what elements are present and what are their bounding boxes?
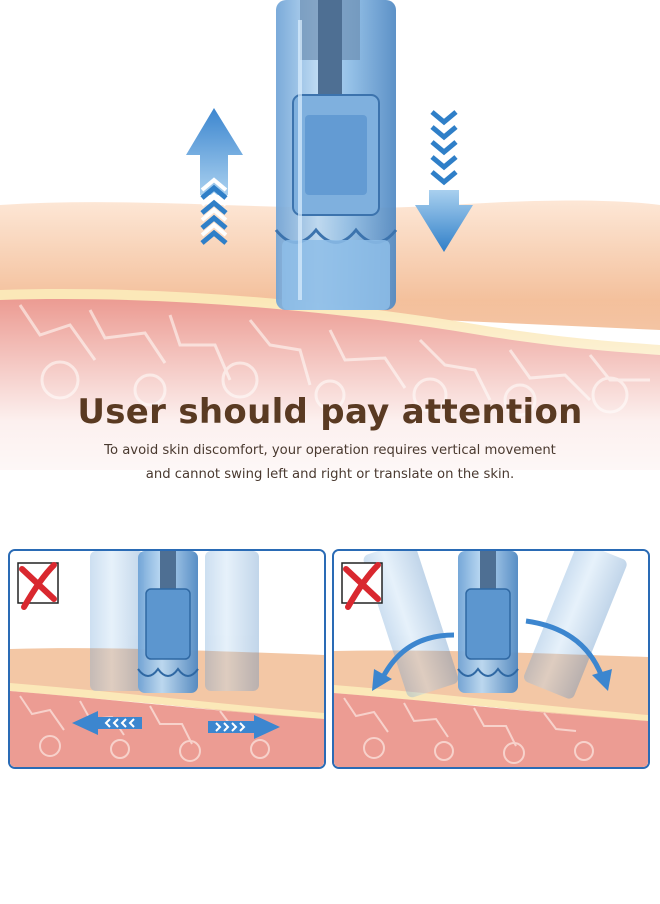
x-mark-icon — [17, 562, 59, 610]
white-fade — [0, 300, 660, 520]
down-arrow-icon — [415, 110, 473, 252]
up-arrow-icon — [186, 108, 243, 245]
swing-illustration — [334, 551, 648, 767]
wrong-translate-panel — [8, 549, 326, 769]
left-arrow-icon — [72, 711, 142, 735]
swing-left-arrow-icon — [372, 632, 455, 691]
wrong-swing-panel — [332, 549, 650, 769]
translate-illustration — [10, 551, 324, 767]
swing-right-arrow-icon — [525, 618, 612, 691]
microneedle-pen — [274, 0, 398, 310]
x-mark-icon — [341, 562, 383, 610]
vertical-motion-illustration — [0, 0, 660, 520]
subtitle-line-1: To avoid skin discomfort, your operation… — [104, 443, 556, 458]
hero-illustration: User should pay attention To avoid skin … — [0, 0, 660, 520]
pen-device — [137, 551, 199, 693]
page-title: User should pay attention — [77, 392, 583, 432]
subtitle-line-2: and cannot swing left and right or trans… — [145, 467, 515, 482]
right-arrow-icon — [208, 715, 280, 739]
pen-device — [457, 551, 519, 693]
